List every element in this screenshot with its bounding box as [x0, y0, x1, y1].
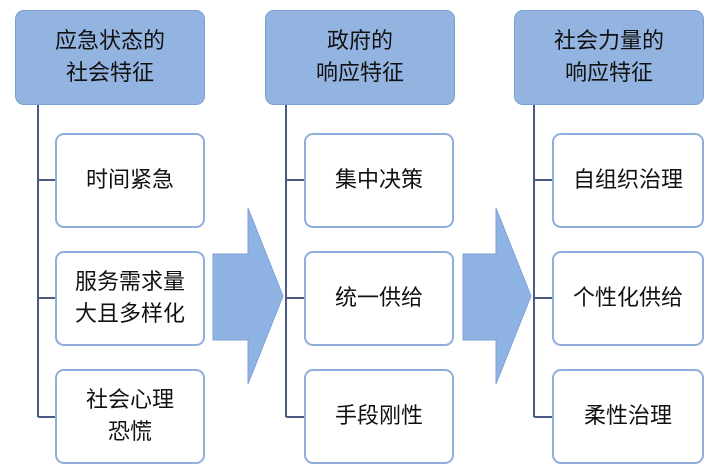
column-2-item-3: 手段刚性 — [304, 369, 454, 464]
column-3-item-1: 自组织治理 — [552, 133, 704, 228]
column-2-item-2: 统一供给 — [304, 251, 454, 346]
column-1-header: 应急状态的 社会特征 — [15, 10, 205, 105]
column-3-item-2: 个性化供给 — [552, 251, 704, 346]
column-1-item-1: 时间紧急 — [55, 133, 205, 228]
column-1-item-3: 社会心理 恐慌 — [55, 369, 205, 464]
column-2-header: 政府的 响应特征 — [265, 10, 455, 105]
column-2-item-1: 集中决策 — [304, 133, 454, 228]
flow-arrow-1 — [212, 207, 284, 385]
column-2-connectors — [285, 105, 304, 418]
column-3-header: 社会力量的 响应特征 — [514, 10, 704, 105]
flow-arrow-2 — [462, 207, 532, 385]
column-3-item-3: 柔性治理 — [552, 369, 704, 464]
column-1-connectors — [37, 105, 55, 418]
column-1-item-2: 服务需求量 大且多样化 — [55, 251, 205, 346]
column-3-connectors — [533, 105, 552, 418]
